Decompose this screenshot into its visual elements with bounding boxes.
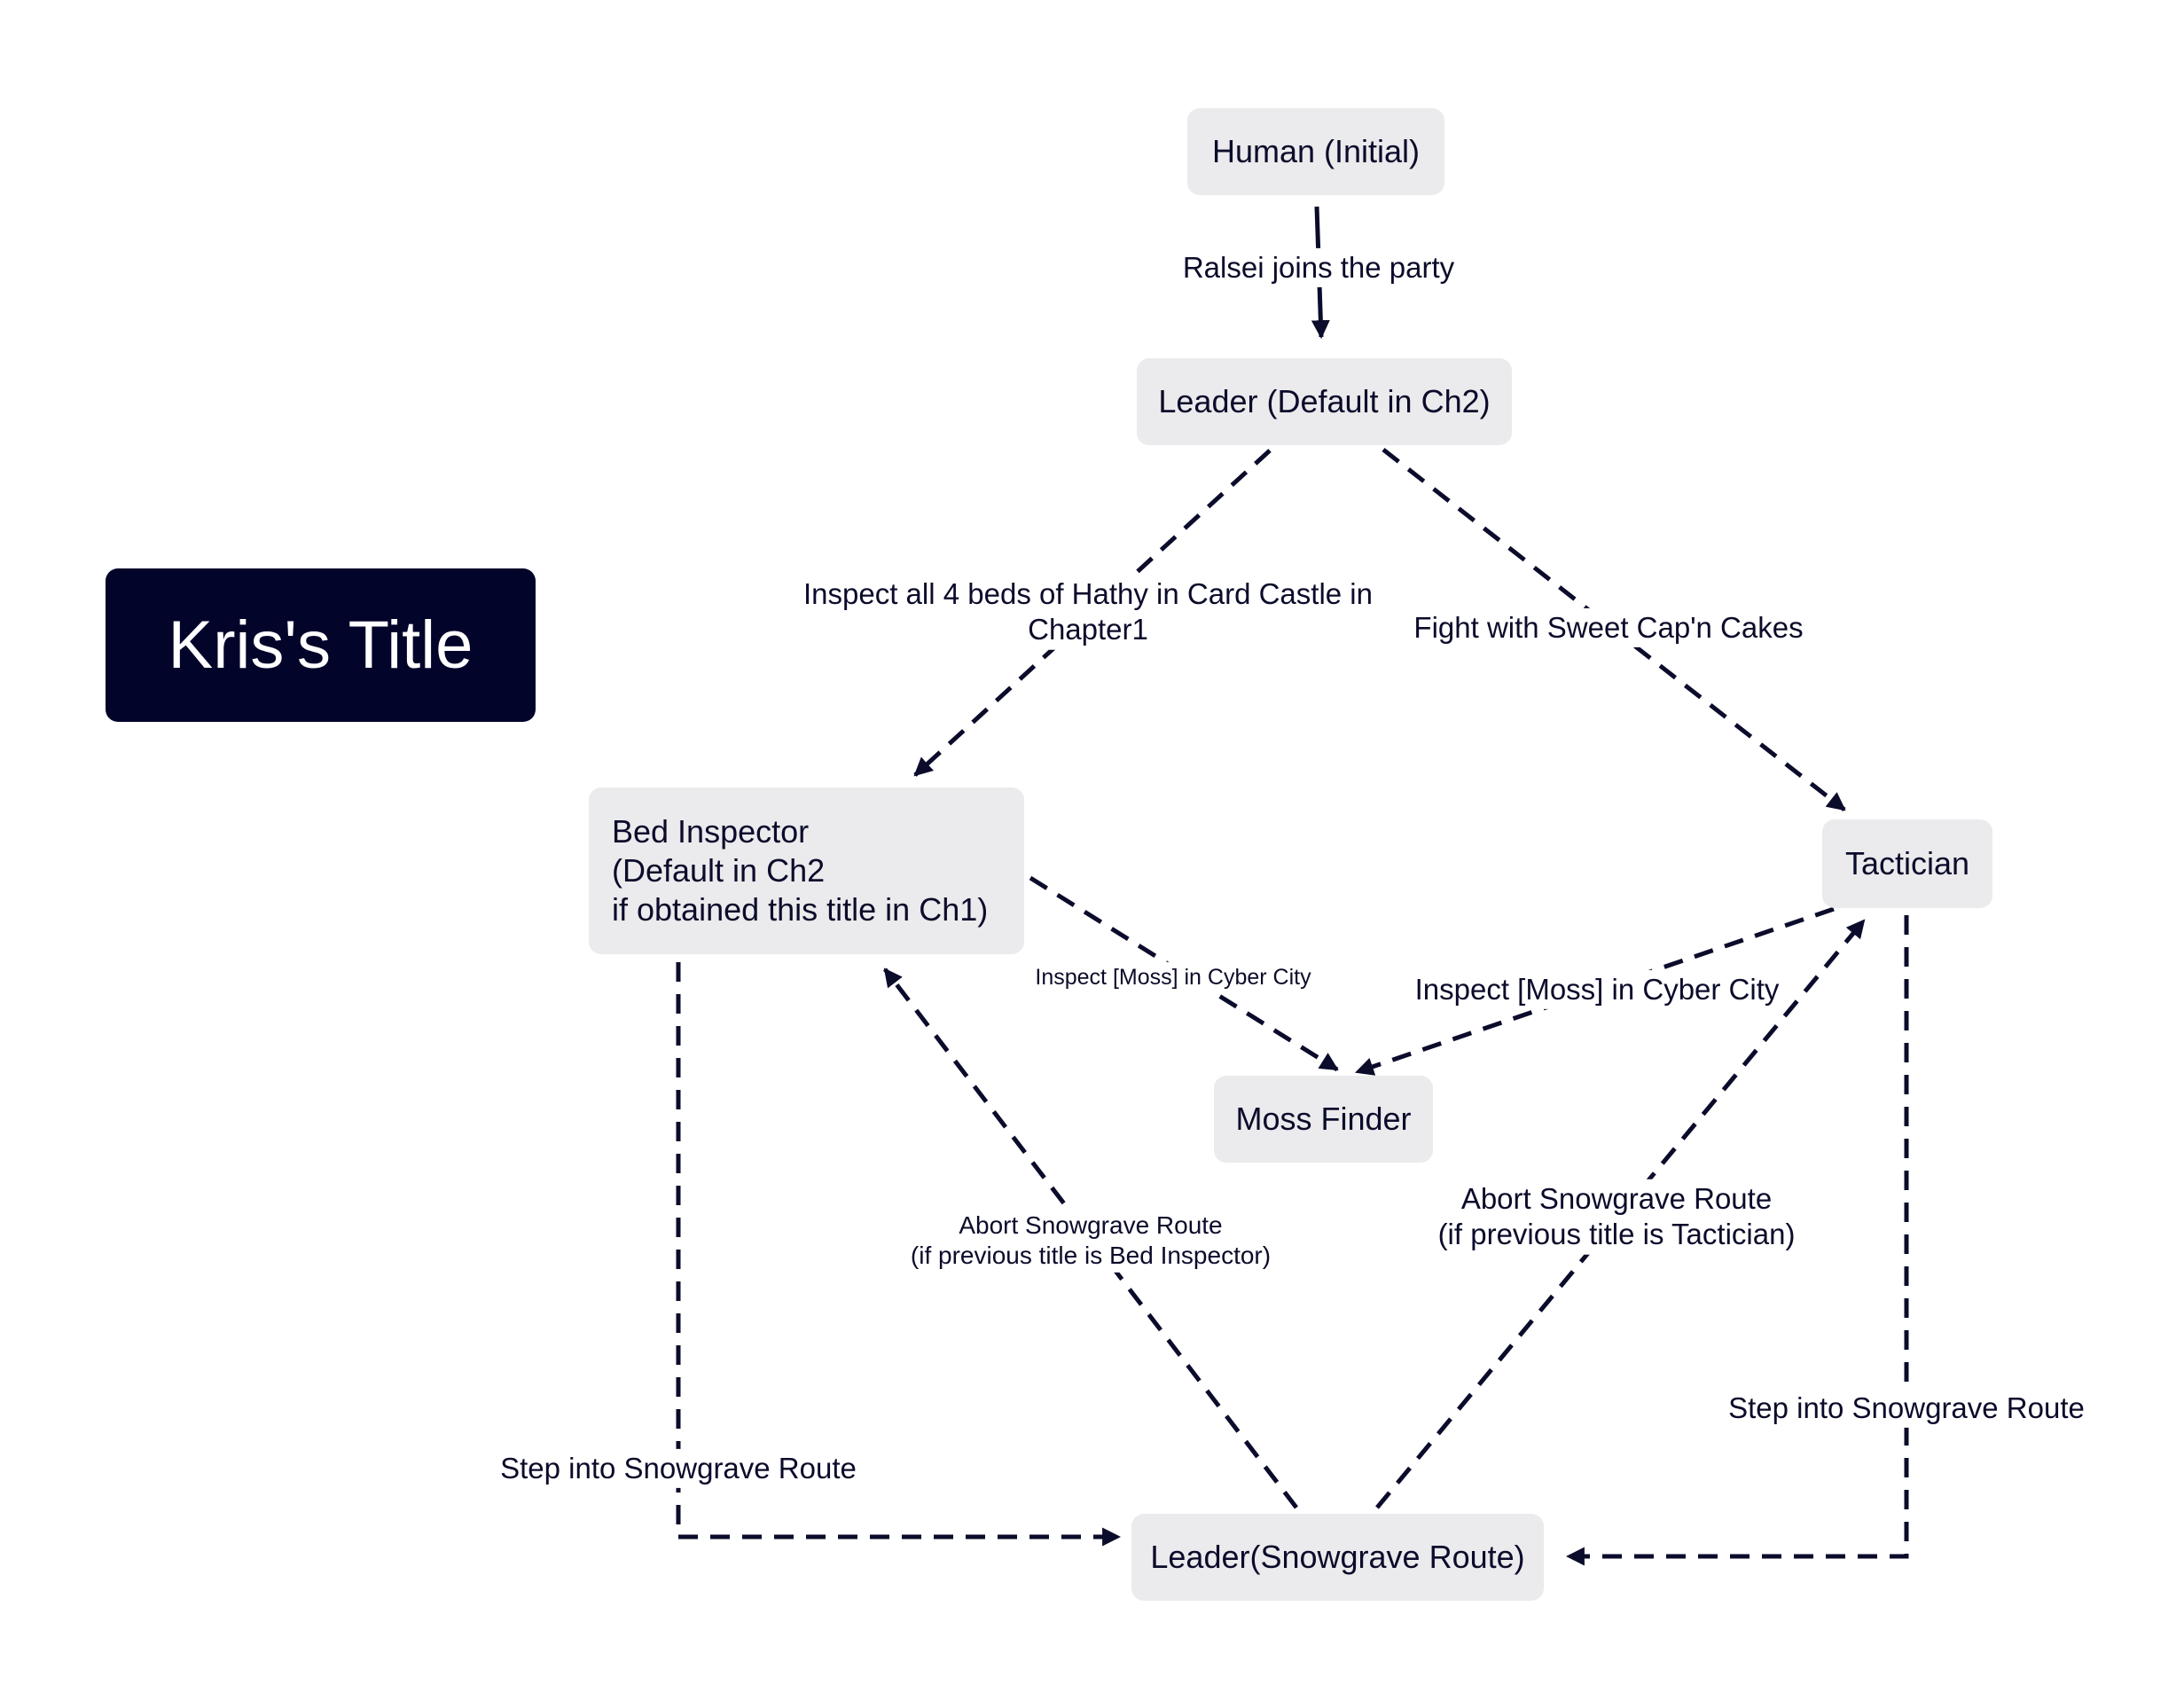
edge-snowgrave-to-bed-inspector <box>883 968 1298 1509</box>
node-leader-default-label: Leader (Default in Ch2) <box>1158 383 1491 419</box>
diagram-title: Kris's Title <box>106 568 536 722</box>
node-moss-finder: Moss Finder <box>1214 1076 1433 1163</box>
edge-label-abort-tactician: Abort Snowgrave Route (if previous title… <box>1434 1179 1799 1255</box>
node-tactician: Tactician <box>1822 819 1992 908</box>
diagram-title-text: Kris's Title <box>168 607 474 683</box>
edge-label-inspect-moss-left: Inspect [Moss] in Cyber City <box>1031 961 1315 993</box>
node-leader-snowgrave-label: Leader(Snowgrave Route) <box>1150 1539 1525 1575</box>
edge-tactician-to-moss-finder <box>1355 906 1835 1076</box>
edge-label-abort-bed-inspector: Abort Snowgrave Route (if previous title… <box>906 1208 1275 1273</box>
node-leader-default: Leader (Default in Ch2) <box>1137 358 1512 445</box>
node-leader-snowgrave: Leader(Snowgrave Route) <box>1131 1514 1544 1601</box>
node-human-initial: Human (Initial) <box>1187 108 1444 195</box>
edge-bed-inspector-to-snowgrave <box>676 962 1122 1547</box>
edge-label-inspect-beds: Inspect all 4 beds of Hathy in Card Cast… <box>799 574 1377 650</box>
node-tactician-label: Tactician <box>1844 845 1970 881</box>
edge-label-inspect-moss-right: Inspect [Moss] in Cyber City <box>1411 969 1783 1010</box>
node-bed-inspector-label: Bed Inspector (Default in Ch2 if obtaine… <box>612 813 989 928</box>
node-moss-finder-label: Moss Finder <box>1235 1101 1412 1137</box>
node-human-initial-label: Human (Initial) <box>1211 133 1421 169</box>
node-bed-inspector: Bed Inspector (Default in Ch2 if obtaine… <box>589 787 1024 954</box>
edge-tactician-to-snowgrave <box>1565 915 1909 1566</box>
edge-label-step-snowgrave-left: Step into Snowgrave Route <box>497 1448 860 1489</box>
edge-bed-inspector-to-moss-finder <box>1029 875 1339 1072</box>
edge-label-step-snowgrave-right: Step into Snowgrave Route <box>1725 1388 2088 1429</box>
edge-label-ralsei-joins: Ralsei joins the party <box>1178 247 1459 288</box>
edge-label-fight-cakes: Fight with Sweet Cap'n Cakes <box>1410 607 1807 648</box>
